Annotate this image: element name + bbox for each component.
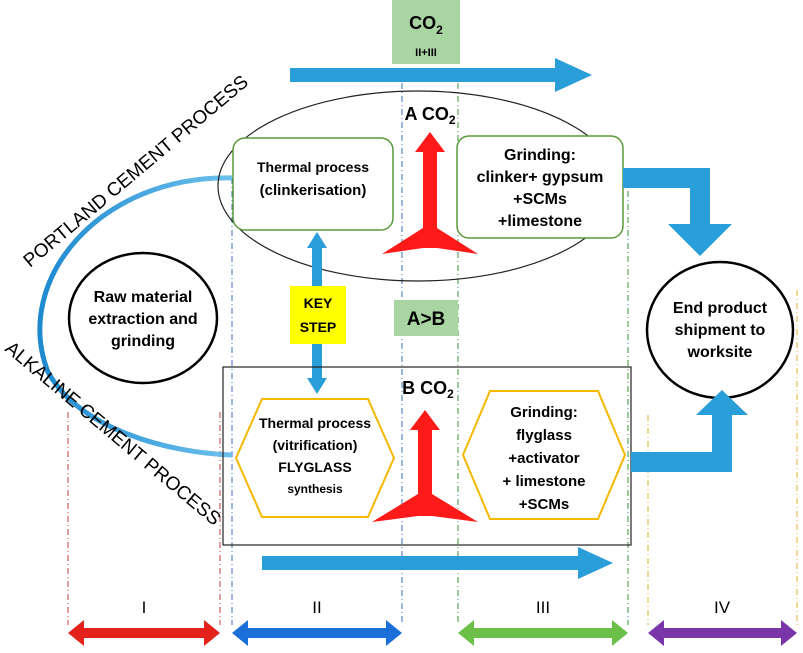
stage-arrow-iv: IV <box>648 598 797 646</box>
alkaline-thermal-line-2: (vitrification) <box>273 437 358 453</box>
raw-material-line-2: extraction and <box>88 311 197 328</box>
portland-grinding-line-2: clinker+ gypsum <box>477 169 604 186</box>
alkaline-grinding-line-4: + limestone <box>503 473 586 490</box>
stage-label-iv: IV <box>714 598 731 617</box>
stage-arrows: I II III IV <box>68 598 797 646</box>
alkaline-thermal-hexagon: Thermal process (vitrification) FLYGLASS… <box>234 398 396 518</box>
end-product-line-3: worksite <box>687 344 753 361</box>
alkaline-thermal-line-4: synthesis <box>287 482 343 496</box>
portland-co2-label: A CO2 <box>404 104 455 127</box>
alkaline-grinding-line-5: +SCMs <box>519 496 569 513</box>
alkaline-grinding-hexagon: Grinding: flyglass +activator + limeston… <box>461 390 627 520</box>
alkaline-grinding-line-3: +activator <box>508 450 579 467</box>
portland-grinding-box: Grinding: clinker+ gypsum +SCMs +limesto… <box>456 135 624 239</box>
alkaline-thermal-line-3: FLYGLASS <box>278 459 351 475</box>
alkaline-to-end-arrow <box>631 390 748 472</box>
alkaline-co2-emission-arrow <box>372 410 478 522</box>
portland-thermal-line-2: (clinkerisation) <box>260 182 367 199</box>
stage-guide-lines <box>67 70 798 625</box>
portland-thermal-box: Thermal process (clinkerisation) <box>232 137 394 231</box>
alkaline-grinding-line-2: flyglass <box>516 427 572 444</box>
portland-grinding-line-1: Grinding: <box>504 147 576 164</box>
key-step-line-2: STEP <box>300 319 337 335</box>
portland-co2-emission-arrow <box>382 132 478 254</box>
end-product-line-1: End product <box>673 300 768 317</box>
key-step-line-1: KEY <box>304 295 333 311</box>
raw-material-line-3: grinding <box>111 333 175 350</box>
alkaline-thermal-line-1: Thermal process <box>259 415 371 431</box>
stage-arrow-ii: II <box>232 598 402 646</box>
portland-grinding-line-4: +limestone <box>498 213 582 230</box>
comparison-label: A>B <box>407 309 446 330</box>
end-product-circle: End product shipment to worksite <box>645 260 795 400</box>
portland-to-end-arrow <box>623 168 732 256</box>
top-flow-arrow <box>290 58 592 92</box>
portland-grinding-line-3: +SCMs <box>513 191 567 208</box>
co2-total-label: CO2 <box>409 13 443 37</box>
stage-label-ii: II <box>312 598 321 617</box>
bottom-flow-arrow <box>262 547 613 579</box>
end-product-line-2: shipment to <box>675 322 766 339</box>
alkaline-co2-label: B CO2 <box>402 378 454 401</box>
portland-process-label: PORTLAND CEMENT PROCESS <box>20 72 253 272</box>
stage-arrow-iii: III <box>458 598 628 646</box>
raw-material-circle: Raw material extraction and grinding <box>67 251 219 385</box>
stage-label-i: I <box>142 598 147 617</box>
stage-arrow-i: I <box>68 598 220 646</box>
alkaline-grinding-line-1: Grinding: <box>510 404 578 421</box>
comparison-box: A>B <box>394 300 458 336</box>
raw-material-line-1: Raw material <box>94 289 193 306</box>
co2-total-box: CO2 II+III <box>392 0 460 64</box>
portland-thermal-line-1: Thermal process <box>257 159 369 175</box>
co2-total-note: II+III <box>415 47 437 59</box>
key-step-box: KEY STEP <box>290 286 346 344</box>
process-split-curve <box>37 175 233 458</box>
stage-label-iii: III <box>536 598 550 617</box>
